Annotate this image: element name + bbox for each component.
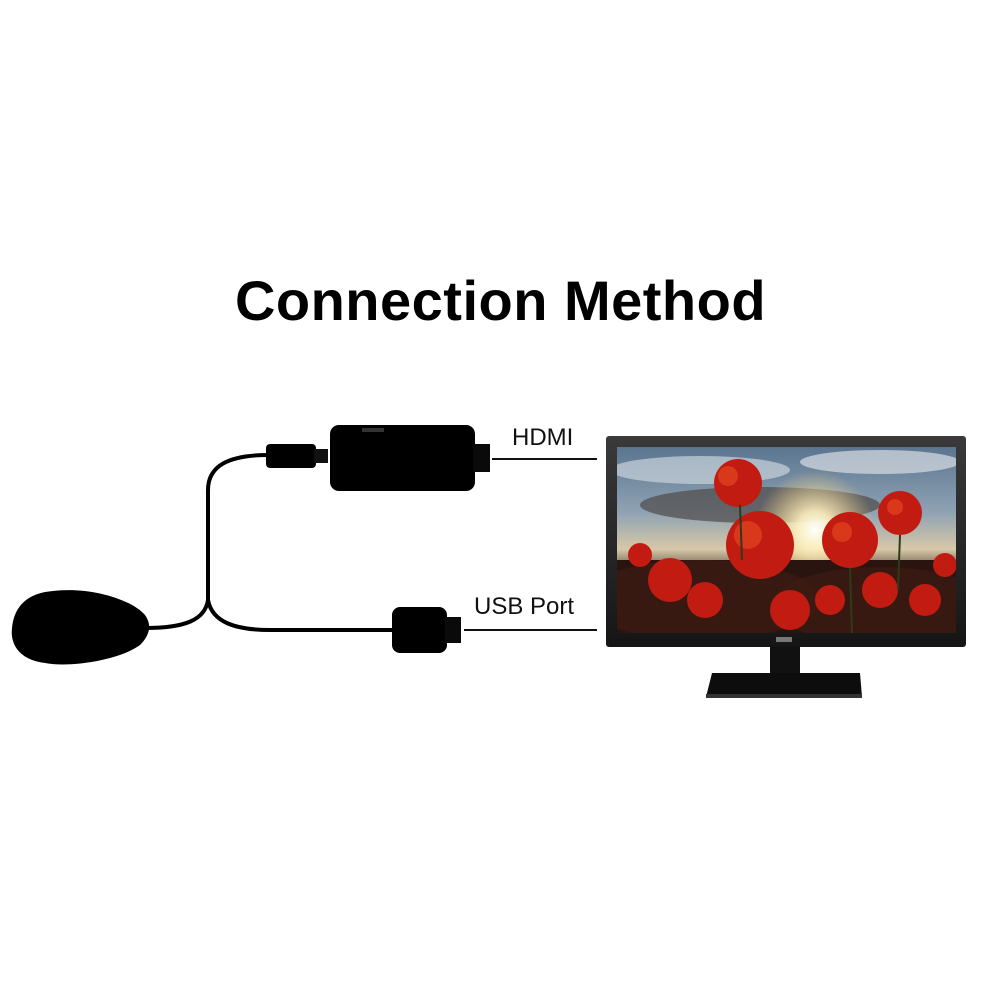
hdmi-dongle bbox=[330, 425, 490, 491]
monitor-screen-image bbox=[617, 447, 956, 633]
usb-plug bbox=[392, 607, 461, 653]
y-cable bbox=[143, 453, 394, 632]
monitor bbox=[606, 436, 966, 698]
hdmi-label: HDMI bbox=[512, 424, 574, 451]
page-title: Connection Method bbox=[234, 269, 767, 332]
usb-port-label: USB Port bbox=[474, 593, 575, 620]
micro-usb-plug bbox=[266, 444, 328, 468]
receiver-device bbox=[11, 590, 150, 665]
